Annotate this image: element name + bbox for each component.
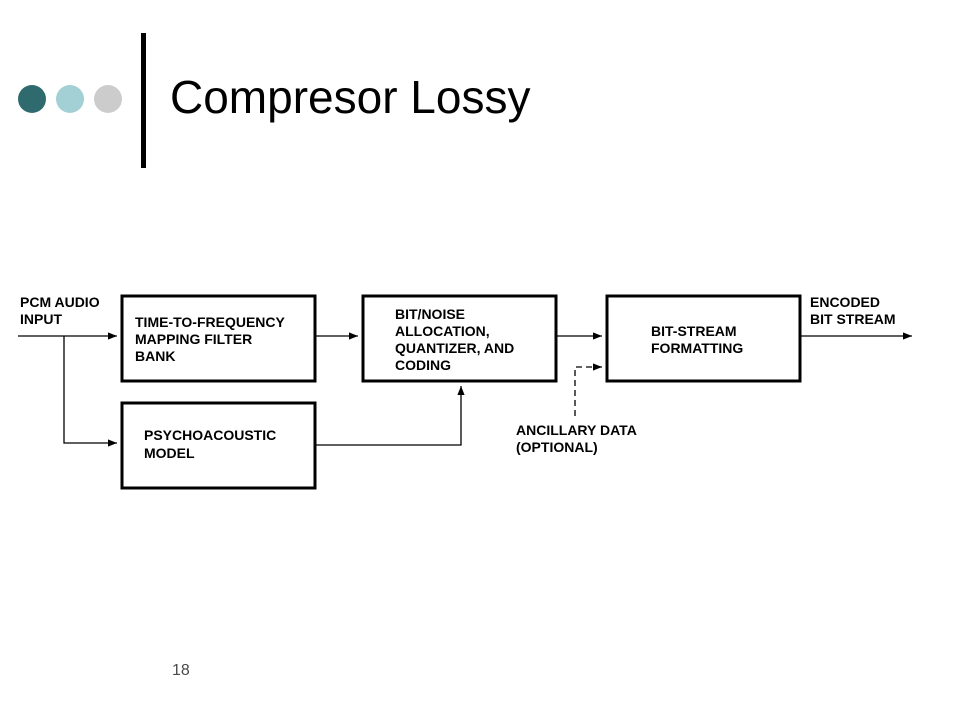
- filter-bank-label-line: BANK: [135, 348, 175, 364]
- psychoacoustic-label: PSYCHOACOUSTIC MODEL: [144, 427, 280, 461]
- input-label-line: INPUT: [20, 311, 62, 327]
- dot-light-teal: [56, 85, 84, 113]
- formatting-block: [605, 294, 802, 383]
- ancillary-label: ANCILLARY DATA (OPTIONAL): [516, 422, 640, 455]
- input-label-line: PCM AUDIO: [20, 294, 100, 310]
- filter-bank-label-line: MAPPING FILTER: [135, 331, 252, 347]
- allocation-label-line: ALLOCATION,: [395, 323, 490, 339]
- filter-bank-label: TIME-TO-FREQUENCY MAPPING FILTER BANK: [135, 314, 289, 364]
- ancillary-data-arrow: [574, 363, 602, 416]
- allocation-label-line: BIT/NOISE: [395, 306, 465, 322]
- output-label: ENCODED BIT STREAM: [810, 294, 896, 327]
- allocation-label-line: QUANTIZER, AND: [395, 340, 514, 356]
- psychoacoustic-block: [120, 401, 317, 490]
- output-label-line: BIT STREAM: [810, 311, 896, 327]
- filter-bank-block: [120, 294, 317, 383]
- dot-gray: [94, 85, 122, 113]
- ancillary-label-line: (OPTIONAL): [516, 439, 598, 455]
- formatting-label-line: BIT-STREAM: [651, 323, 737, 339]
- ancillary-label-line: ANCILLARY DATA: [516, 422, 637, 438]
- decorative-dots: [12, 85, 132, 115]
- title-divider: [141, 33, 146, 168]
- formatting-label-line: FORMATTING: [651, 340, 743, 356]
- dot-dark-teal: [18, 85, 46, 113]
- psychoacoustic-label-line: MODEL: [144, 445, 195, 461]
- allocation-label: BIT/NOISE ALLOCATION, QUANTIZER, AND COD…: [395, 306, 518, 373]
- allocation-label-line: CODING: [395, 357, 451, 373]
- psychoacoustic-label-line: PSYCHOACOUSTIC: [144, 427, 276, 443]
- input-to-psychoacoustic-arrow: [63, 336, 117, 447]
- input-label: PCM AUDIO INPUT: [20, 294, 103, 327]
- slide-title: Compresor Lossy: [170, 71, 531, 123]
- allocation-block: [361, 294, 558, 383]
- filter-bank-label-line: TIME-TO-FREQUENCY: [135, 314, 286, 330]
- formatting-label: BIT-STREAM FORMATTING: [651, 323, 743, 356]
- page-number: 18: [172, 662, 190, 679]
- psychoacoustic-to-allocation-arrow: [316, 386, 465, 446]
- output-label-line: ENCODED: [810, 294, 880, 310]
